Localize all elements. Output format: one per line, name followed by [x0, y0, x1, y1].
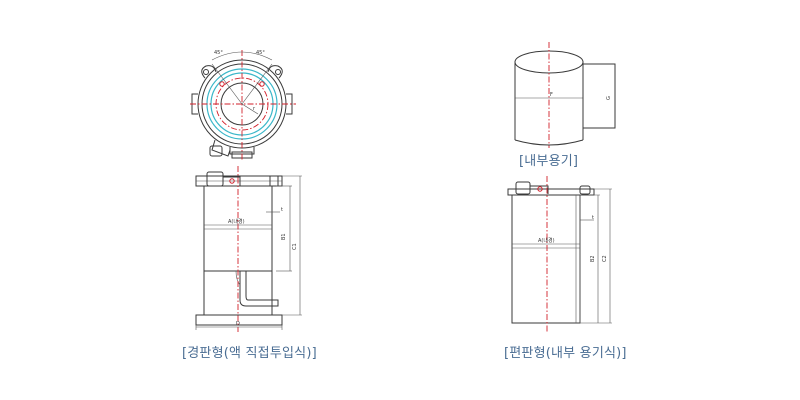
right-dim-t-label: t — [592, 215, 594, 221]
dim-c2-label: C2 — [602, 255, 608, 262]
right-caption: [편판형(내부 용기식)] — [504, 346, 627, 361]
left-caption: [경판형(액 직접투입식)] — [182, 346, 317, 361]
dim-t-label: t — [281, 207, 283, 213]
dim-g-label: G — [606, 96, 612, 100]
angle-right-label: 45° — [256, 50, 265, 56]
angle-left-label: 45° — [214, 50, 223, 56]
dim-a-label: A(내경) — [228, 218, 245, 225]
dim-b1-label: B1 — [281, 233, 287, 240]
dim-c1-label: C1 — [292, 243, 298, 250]
dim-f-label: F — [550, 92, 553, 98]
dim-b2-label: B2 — [590, 255, 596, 262]
dim-d-label: D — [236, 321, 240, 327]
inner-container-caption: [내부용기] — [519, 154, 579, 169]
radius-label: r — [253, 106, 256, 112]
inner-container-view: F G — [514, 42, 616, 148]
left-side-view: A(내경) t B1 C1 D — [195, 166, 302, 332]
right-side-view: A(내경) t B2 C2 — [507, 176, 612, 332]
right-dim-a-label: A(내경) — [538, 237, 555, 244]
left-top-view: 45° 45° r — [190, 50, 296, 160]
